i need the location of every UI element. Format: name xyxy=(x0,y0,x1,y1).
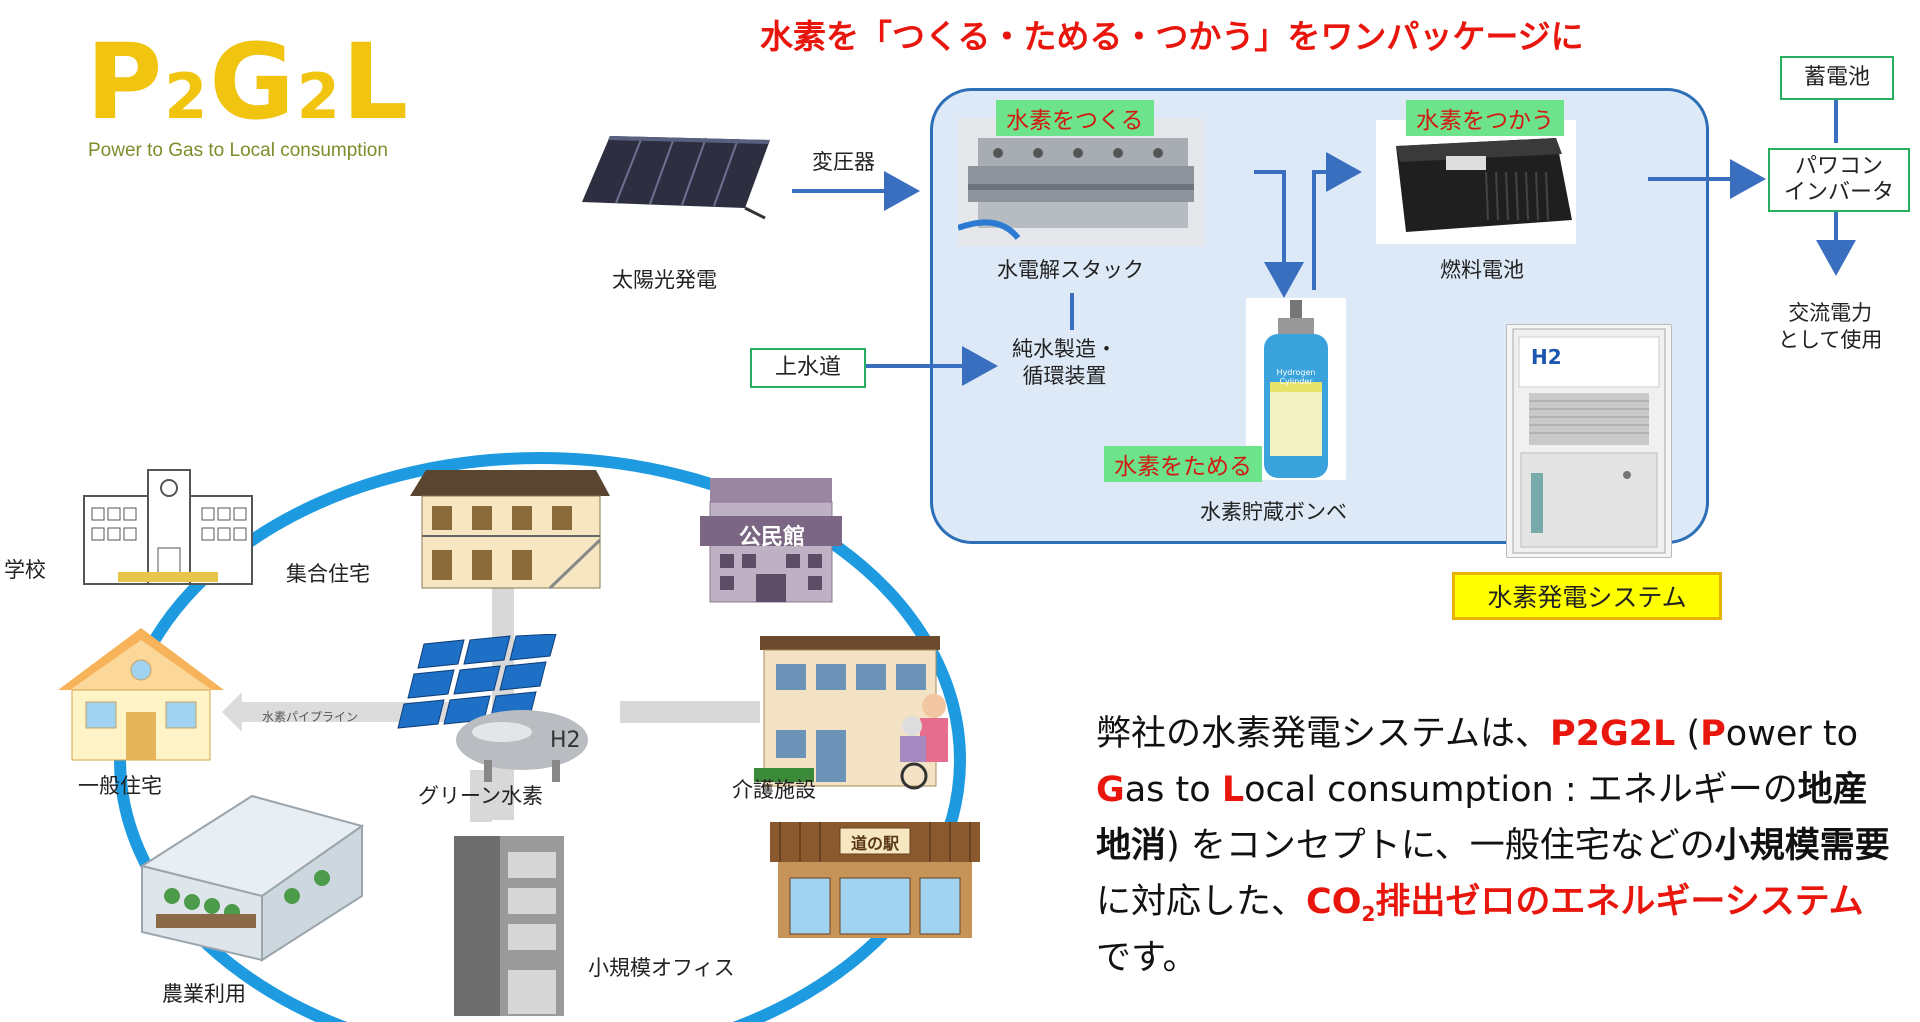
headline: 水素を「つくる・ためる・つかう」をワンパッケージに xyxy=(760,17,1584,56)
community-hall-label: 公民館 xyxy=(738,525,805,550)
logo-letter: G xyxy=(209,21,297,143)
community-hall-icon xyxy=(700,478,842,603)
desc-p2g2l: P2G2L xyxy=(1549,714,1676,754)
logo-digit: 2 xyxy=(164,60,210,133)
solar-panel-icon xyxy=(582,136,770,220)
roadside-station-label: 道の駅 xyxy=(850,834,899,853)
tank-h2-text: H2 xyxy=(550,728,581,753)
desc-part: ower to xyxy=(1725,714,1859,754)
arrow-to-tank xyxy=(1254,170,1304,298)
pipeline-label: 水素パイプライン xyxy=(262,710,359,724)
transformer-label: 変圧器 xyxy=(812,150,875,174)
desc-co2-sub: 2 xyxy=(1361,902,1376,926)
logo-letter: L xyxy=(341,21,411,143)
apartment-icon xyxy=(410,470,610,590)
roadside-station-icon xyxy=(770,822,980,938)
pipeline-down xyxy=(470,770,492,830)
desc-part: です。 xyxy=(1096,938,1198,978)
house-icon xyxy=(58,628,224,761)
desc-part: に対応した、 xyxy=(1096,882,1307,922)
power-system-label: 水素発電システム xyxy=(1452,572,1722,620)
desc-co2: CO xyxy=(1306,882,1362,922)
pure-water-line1: 純水製造・ xyxy=(1012,337,1117,361)
pipeline-right xyxy=(620,701,760,723)
desc-part: as to xyxy=(1124,770,1222,810)
electrolysis-label: 水電解スタック xyxy=(997,258,1144,282)
battery-box: 蓄電池 xyxy=(1780,56,1894,100)
description-text: 弊社の水素発電システムは、P2G2L (Power to Gas to Loca… xyxy=(1096,706,1896,986)
system-photo-h2: H2 xyxy=(1531,345,1562,369)
desc-zero-emission: 排出ゼロのエネルギーシステム xyxy=(1375,882,1864,922)
desc-red-letter: P xyxy=(1700,714,1726,754)
arrow-to-fuelcell xyxy=(1312,152,1362,290)
use-h2-tag: 水素をつかう xyxy=(1406,100,1564,136)
inverter-line2: インバータ xyxy=(1783,180,1894,205)
make-h2-tag: 水素をつくる xyxy=(996,100,1154,136)
logo: P2G2L xyxy=(86,30,410,134)
green-h2-label: グリーン水素 xyxy=(418,784,543,808)
tank-label: 水素貯蔵ボンベ xyxy=(1200,500,1347,524)
house-label: 一般住宅 xyxy=(78,774,162,798)
apartment-label: 集合住宅 xyxy=(286,562,370,586)
inverter-box: パワコン インバータ xyxy=(1768,148,1910,212)
nursing-label: 介護施設 xyxy=(732,778,816,802)
solar-label: 太陽光発電 xyxy=(612,268,717,292)
hydrogen-tank-photo: Hydrogen Cylinder xyxy=(1246,298,1346,480)
logo-tagline: Power to Gas to Local consumption xyxy=(88,140,388,161)
fuel-cell-photo xyxy=(1376,120,1576,244)
desc-red-letter: G xyxy=(1096,770,1125,810)
pure-water-line2: 循環装置 xyxy=(1022,364,1107,389)
store-h2-tag: 水素をためる xyxy=(1104,446,1262,482)
greenhouse-icon xyxy=(139,794,365,962)
school-icon xyxy=(83,469,253,585)
office-icon xyxy=(404,822,614,1018)
ac-line2: として使用 xyxy=(1778,328,1883,353)
desc-red-letter: L xyxy=(1221,770,1245,810)
desc-part: ( xyxy=(1675,714,1701,754)
logo-digit: 2 xyxy=(296,60,342,133)
desc-part: ) をコンセプトに、一般住宅などの xyxy=(1166,826,1715,866)
desc-part: 弊社の水素発電システムは、 xyxy=(1096,714,1550,754)
office-label: 小規模オフィス xyxy=(588,956,735,980)
ac-power-label: 交流電力 として使用 xyxy=(1778,300,1882,355)
power-system-photo: H2 xyxy=(1506,324,1672,558)
inverter-line1: パワコン xyxy=(1794,153,1883,179)
tap-water-box: 上水道 xyxy=(750,348,866,388)
fuelcell-label: 燃料電池 xyxy=(1440,258,1524,282)
ac-line1: 交流電力 xyxy=(1788,301,1873,325)
desc-part: ocal consumption : エネルギーの xyxy=(1244,770,1798,810)
green-h2-plant-icon xyxy=(397,634,588,782)
tank-photo-text: Hydrogen Cylinder xyxy=(1276,368,1316,386)
desc-small-demand: 小規模需要 xyxy=(1714,826,1890,866)
desc-local-production: 地産地消 xyxy=(1096,770,1868,866)
nursing-facility-icon xyxy=(754,636,948,790)
pure-water-label: 純水製造・ 循環装置 xyxy=(1012,336,1117,391)
school-label: 学校 xyxy=(4,558,46,582)
logo-letter: P xyxy=(86,21,165,143)
electrolysis-stack-photo xyxy=(958,118,1204,246)
agriculture-label: 農業利用 xyxy=(162,982,246,1006)
